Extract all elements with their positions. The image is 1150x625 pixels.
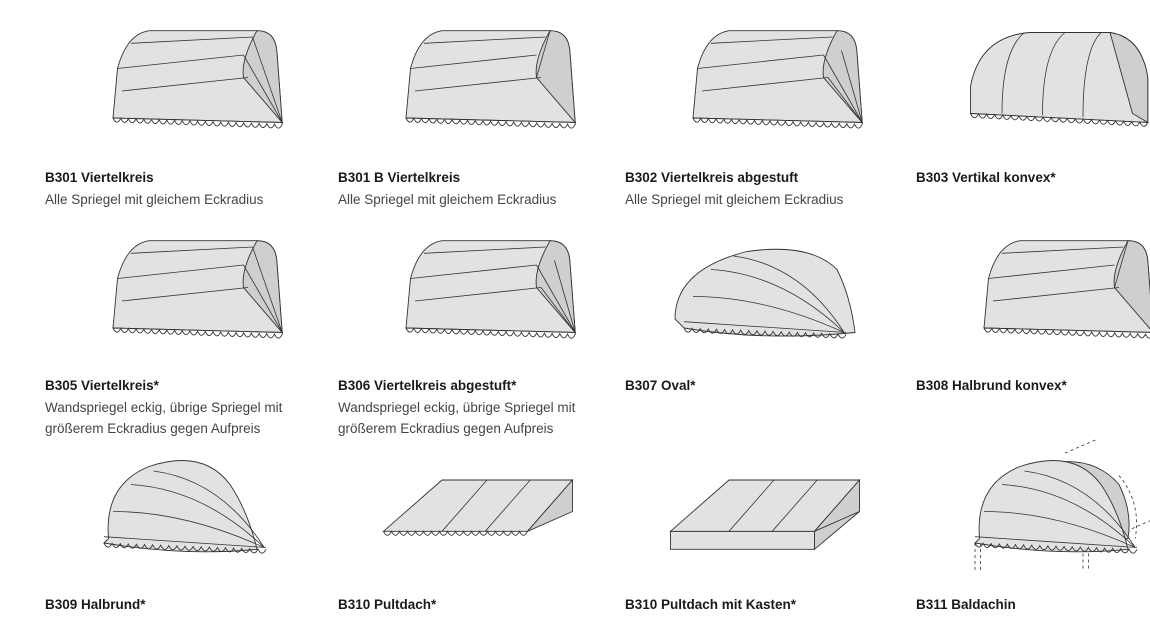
baldachin-awning-illustration <box>936 435 1150 570</box>
model-title: B303 Vertikal konvex* <box>916 170 1056 185</box>
model-title: B306 Viertelkreis abgestuft* <box>338 378 517 393</box>
box-b-awning-illustration <box>358 10 598 145</box>
model-title: B310 Pultdach* <box>338 597 437 612</box>
box-awning-illustration <box>65 10 305 145</box>
shed-awning-illustration <box>358 435 598 570</box>
box-step-awning-illustration <box>358 220 598 355</box>
model-title: B310 Pultdach mit Kasten* <box>625 597 797 612</box>
model-title: B301 B Viertelkreis <box>338 170 461 185</box>
dome-awning-illustration <box>65 435 305 570</box>
model-title: B308 Halbrund konvex* <box>916 378 1067 393</box>
box-awning-illustration <box>65 220 305 355</box>
model-title: B307 Oval* <box>625 378 696 393</box>
model-title: B311 Baldachin <box>916 597 1016 612</box>
model-description: Wandspriegel eckig, übrige Spriegel mit <box>45 400 283 415</box>
oval-awning-illustration <box>645 220 885 355</box>
model-description: Alle Spriegel mit gleichem Eckradius <box>625 192 844 207</box>
box-b-awning-illustration <box>936 220 1150 355</box>
model-title: B309 Halbrund* <box>45 597 146 612</box>
model-description: größerem Eckradius gegen Aufpreis <box>338 421 554 436</box>
model-description: Alle Spriegel mit gleichem Eckradius <box>45 192 264 207</box>
model-title: B301 Viertelkreis <box>45 170 154 185</box>
vertical-awning-illustration <box>936 10 1150 145</box>
model-title: B305 Viertelkreis* <box>45 378 159 393</box>
shed-box-awning-illustration <box>645 435 885 570</box>
model-description: größerem Eckradius gegen Aufpreis <box>45 421 261 436</box>
box-step-awning-illustration <box>645 10 885 145</box>
model-description: Wandspriegel eckig, übrige Spriegel mit <box>338 400 576 415</box>
model-description: Alle Spriegel mit gleichem Eckradius <box>338 192 557 207</box>
model-title: B302 Viertelkreis abgestuft <box>625 170 799 185</box>
